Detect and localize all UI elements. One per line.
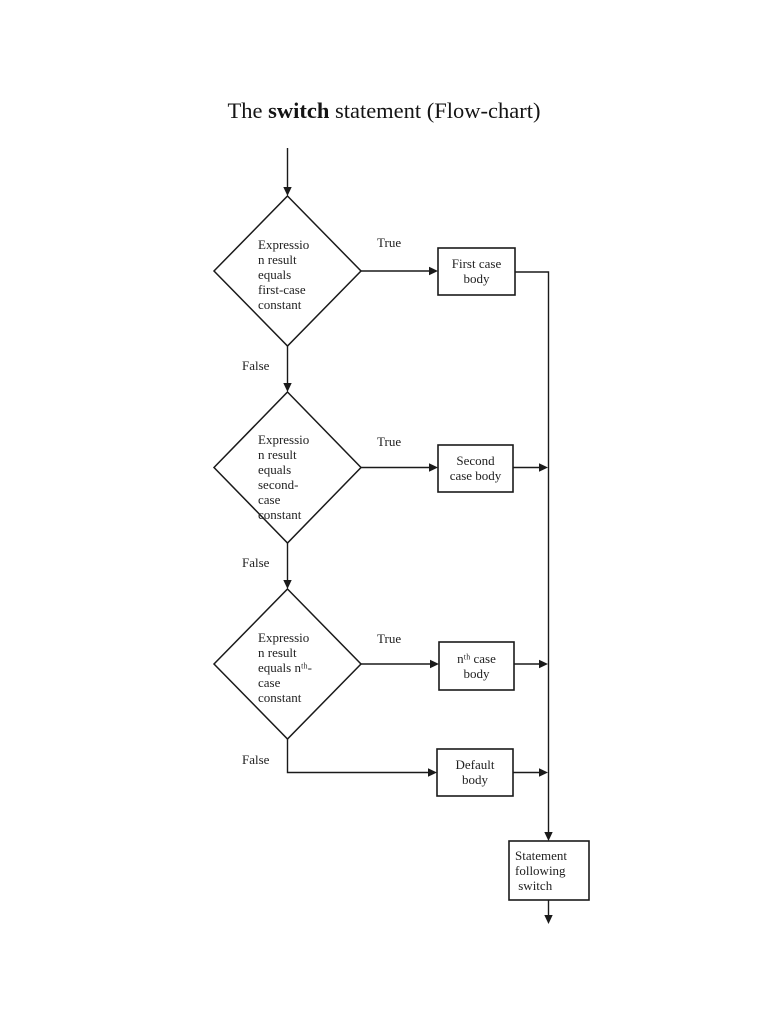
- arrowhead-nth-case-into-merge: [539, 659, 548, 669]
- arrowhead-into-statement-box: [544, 832, 553, 841]
- arrowhead-into-decision1: [283, 187, 292, 196]
- arrowhead-into-decision3: [283, 580, 292, 589]
- decision1-label: Expressio n result equals first-case con…: [258, 237, 310, 312]
- arrowhead-into-default-body: [428, 768, 437, 777]
- title-prefix: The: [227, 98, 269, 123]
- edge-label-false-3: False: [242, 752, 270, 767]
- first-case-body-label: First case body: [451, 256, 502, 286]
- edge-label-true-2: True: [377, 434, 402, 449]
- arrowhead-exit: [544, 915, 553, 924]
- edge-label-true-3: True: [377, 631, 402, 646]
- arrowhead-default-into-merge: [539, 768, 548, 777]
- edge-label-false-1: False: [242, 358, 270, 373]
- second-case-body-box: [437, 444, 514, 493]
- statement-following-switch-box: [508, 840, 590, 901]
- title-suffix: statement (Flow-chart): [329, 98, 541, 123]
- decision2-label: Expressio n result equals second- case c…: [258, 432, 310, 522]
- second-case-body-label: Second case body: [449, 453, 502, 483]
- arrowhead-into-first-case: [429, 266, 438, 276]
- decision3-label: Expressio n result equals nᵗʰ- case cons…: [258, 630, 312, 705]
- page-title: The switch statement (Flow-chart): [0, 97, 768, 125]
- nth-case-body-box: [438, 641, 515, 691]
- arrowhead-into-second-case: [429, 463, 438, 472]
- title-keyword: switch: [268, 98, 330, 123]
- arrowhead-into-decision2: [283, 383, 292, 392]
- nth-case-body-label: nᵗʰ case body: [457, 651, 496, 681]
- first-case-body-box: [437, 247, 516, 296]
- default-body-label: Default body: [455, 757, 495, 787]
- arrowhead-into-nth-case: [430, 659, 439, 669]
- edge-label-true-1: True: [377, 235, 402, 250]
- default-body-box: [436, 748, 514, 797]
- false3-connector-line: [286, 739, 428, 774]
- edge-label-false-2: False: [242, 555, 270, 570]
- arrowhead-second-case-into-merge: [539, 463, 548, 472]
- merge-connector-line: [515, 271, 550, 833]
- statement-following-switch-label: Statement following switch: [515, 848, 567, 893]
